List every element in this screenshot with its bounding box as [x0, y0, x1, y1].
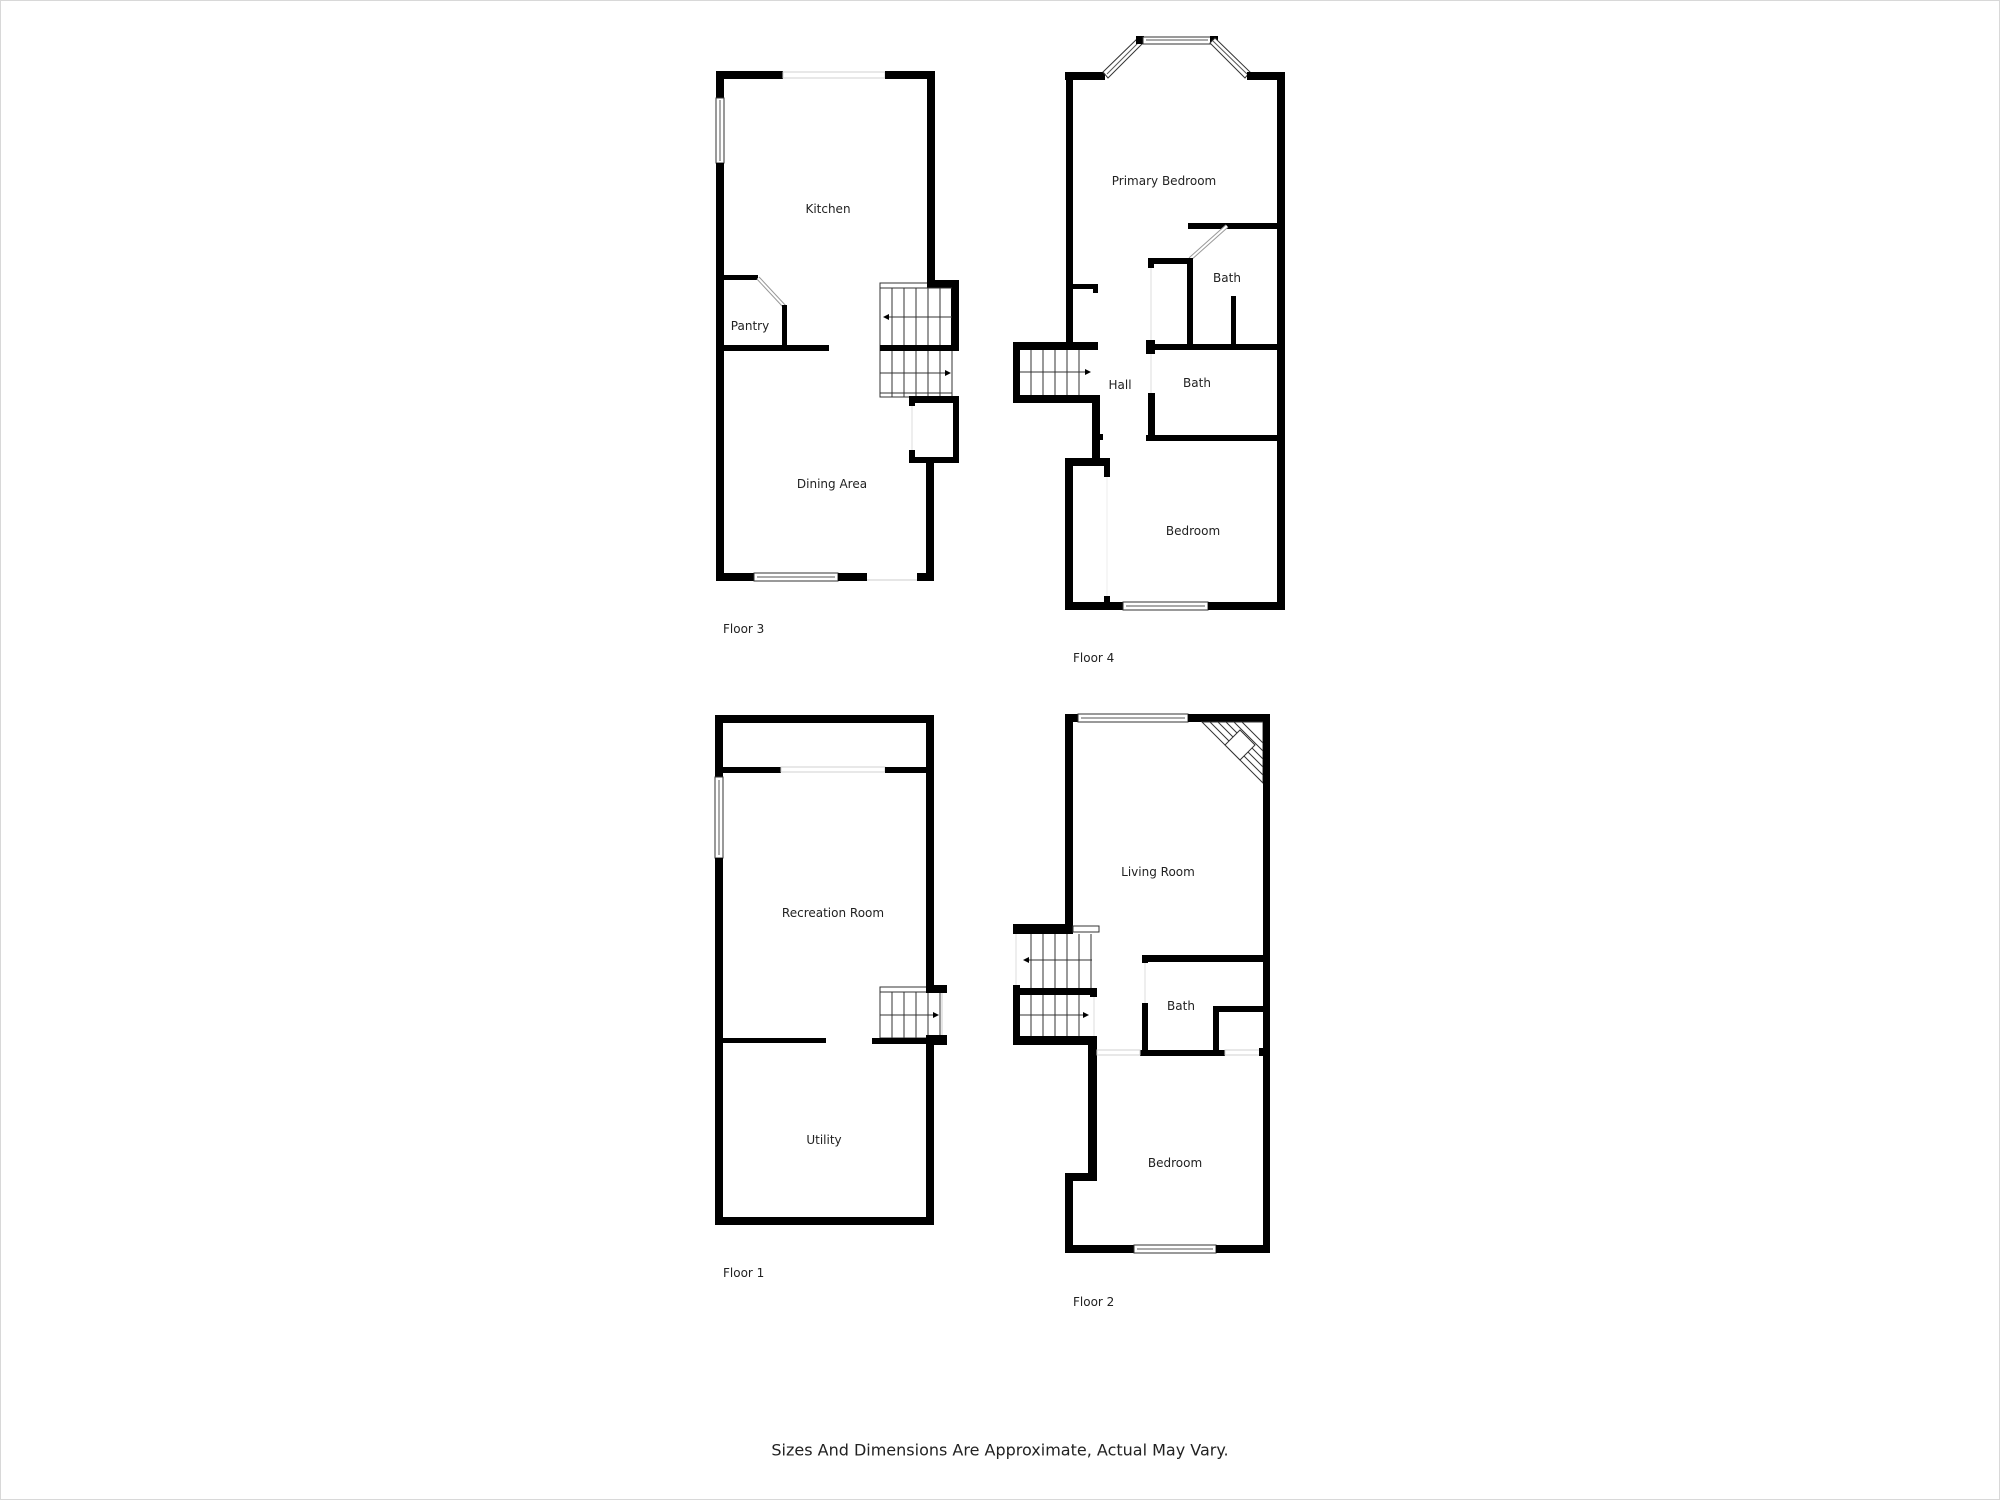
room-label-bath-floor2: Bath — [1167, 999, 1195, 1013]
room-label-bedroom-floor2: Bedroom — [1147, 1156, 1203, 1170]
room-label-kitchen: Kitchen — [805, 202, 851, 216]
room-label-primary-bedroom: Primary Bedroom — [1111, 174, 1217, 188]
floor-label-3: Floor 3 — [723, 622, 765, 636]
room-label-pantry: Pantry — [730, 319, 770, 333]
room-label-hall: Hall — [1108, 378, 1132, 392]
room-label-recreation-room: Recreation Room — [781, 906, 885, 920]
room-label-bedroom-floor4: Bedroom — [1165, 524, 1221, 538]
floor-label-2: Floor 2 — [1073, 1295, 1115, 1309]
floor-label-4: Floor 4 — [1073, 651, 1115, 665]
floor-3-plan — [715, 71, 959, 582]
floor-2-plan — [1013, 713, 1270, 1254]
floor-label-1: Floor 1 — [723, 1266, 765, 1280]
room-label-bath-lower: Bath — [1183, 376, 1211, 390]
room-label-dining-area: Dining Area — [796, 477, 868, 491]
room-label-utility: Utility — [806, 1133, 842, 1147]
room-label-living-room: Living Room — [1121, 865, 1195, 879]
floor-1-plan — [714, 715, 947, 1225]
room-label-bath-upper: Bath — [1213, 271, 1241, 285]
floor-4-plan — [1013, 36, 1285, 611]
disclaimer-text: Sizes And Dimensions Are Approximate, Ac… — [771, 1440, 1229, 1460]
